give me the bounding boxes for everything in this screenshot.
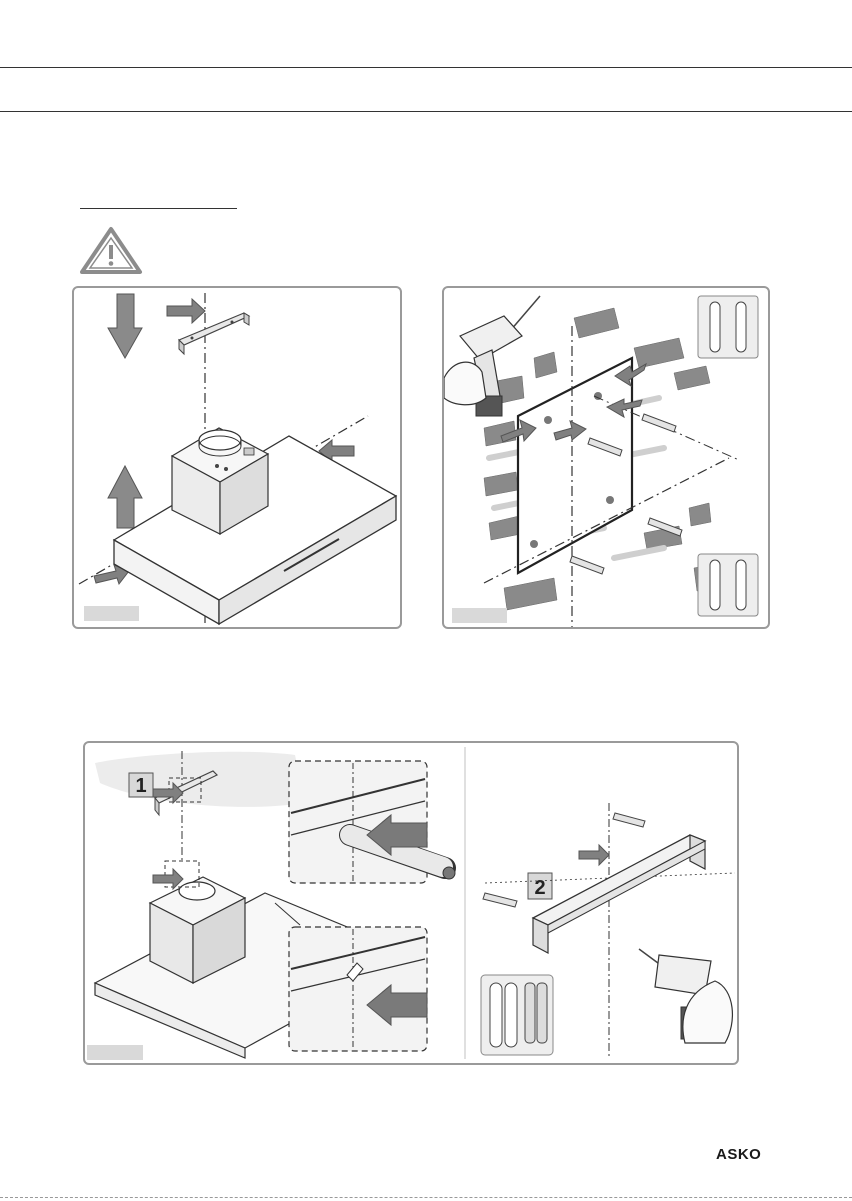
wall-drilling-illustration [444, 288, 768, 627]
bracket-icon [179, 313, 249, 354]
step-2-number: 2 [534, 877, 545, 899]
arrow-down-icon [108, 294, 142, 358]
hood-assembly-illustration [74, 288, 400, 627]
bracket-mounting-illustration: 1 2 [85, 743, 737, 1063]
section-heading-underline [80, 208, 237, 209]
figure-tag [452, 608, 507, 623]
figure-panel-hood-assembly [72, 286, 402, 629]
plug-pack-icon [481, 975, 553, 1055]
plug-pack-icon-top [698, 296, 758, 358]
header-rule-top [0, 67, 852, 68]
power-drill-icon [444, 296, 540, 416]
wall-bracket-large [533, 835, 705, 953]
arrow-right-icon [579, 845, 609, 865]
header-rule-bottom [0, 111, 852, 112]
template-sheet [518, 358, 632, 573]
page-bottom-divider [0, 1197, 852, 1198]
figure-panel-wall-drilling [442, 286, 770, 629]
brand-logo: ASKO [716, 1146, 761, 1163]
arrow-right-icon [167, 299, 205, 323]
detail-inset-top [289, 761, 455, 883]
power-drill-icon [639, 949, 732, 1043]
step-2-badge: 2 [528, 873, 552, 899]
warning-triangle-icon [78, 225, 144, 275]
step-1-badge: 1 [129, 773, 153, 797]
step-1-number: 1 [135, 775, 146, 797]
figure-tag [87, 1045, 143, 1060]
plug-pack-icon-bottom [698, 554, 758, 616]
figure-tag [84, 606, 139, 621]
figure-panel-bracket-mounting: 1 2 [83, 741, 739, 1065]
detail-inset-bottom [289, 927, 427, 1051]
arrow-up-icon [108, 466, 142, 528]
